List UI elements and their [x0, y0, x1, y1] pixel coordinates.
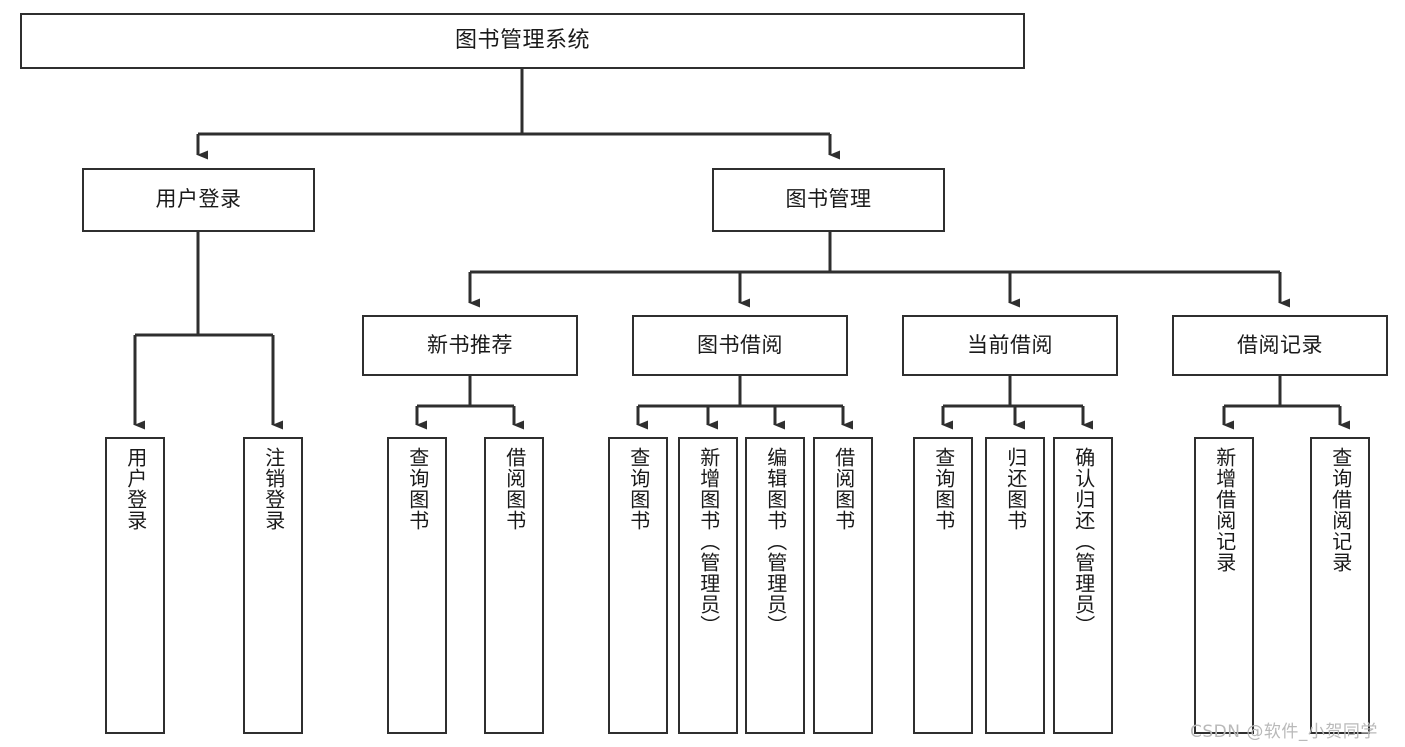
node-leaf-add-borrow-record[interactable]: 新增借阅记录	[1194, 437, 1254, 734]
node-leaf-query-book-2[interactable]: 查询图书	[608, 437, 668, 734]
node-label: 图书管理系统	[454, 27, 590, 53]
node-leaf-borrow-book-1[interactable]: 借阅图书	[484, 437, 544, 734]
node-leaf-borrow-book-2[interactable]: 借阅图书	[813, 437, 873, 734]
node-label: 借阅记录	[1237, 332, 1323, 357]
node-leaf-query-book-1[interactable]: 查询图书	[387, 437, 447, 734]
node-leaf-add-book[interactable]: 新增图书（管理员）	[678, 437, 738, 734]
node-leaf-logout[interactable]: 注销登录	[243, 437, 303, 734]
node-label: 用户登录	[123, 447, 148, 531]
node-leaf-confirm-return[interactable]: 确认归还（管理员）	[1053, 437, 1113, 734]
node-label: 借阅图书	[831, 447, 856, 531]
node-leaf-query-book-3[interactable]: 查询图书	[913, 437, 973, 734]
node-label: 新增图书（管理员）	[696, 447, 721, 636]
node-label: 图书借阅	[697, 332, 783, 357]
node-label: 查询图书	[626, 447, 651, 531]
node-root-system[interactable]: 图书管理系统	[20, 13, 1025, 69]
node-label: 新书推荐	[427, 332, 513, 357]
node-label: 归还图书	[1003, 447, 1028, 531]
node-label: 查询借阅记录	[1328, 447, 1353, 573]
node-book-borrow[interactable]: 图书借阅	[632, 315, 848, 376]
node-leaf-edit-book[interactable]: 编辑图书（管理员）	[745, 437, 805, 734]
node-label: 新增借阅记录	[1212, 447, 1237, 573]
node-borrow-record[interactable]: 借阅记录	[1172, 315, 1388, 376]
node-label: 确认归还（管理员）	[1071, 447, 1096, 636]
node-label: 注销登录	[261, 447, 286, 531]
node-book-management[interactable]: 图书管理	[712, 168, 945, 232]
node-leaf-query-borrow-record[interactable]: 查询借阅记录	[1310, 437, 1370, 734]
node-label: 查询图书	[405, 447, 430, 531]
node-user-login[interactable]: 用户登录	[82, 168, 315, 232]
node-current-borrow[interactable]: 当前借阅	[902, 315, 1118, 376]
node-label: 借阅图书	[502, 447, 527, 531]
node-label: 用户登录	[155, 187, 242, 212]
node-leaf-user-login[interactable]: 用户登录	[105, 437, 165, 734]
node-label: 当前借阅	[967, 332, 1053, 357]
node-label: 查询图书	[931, 447, 956, 531]
node-leaf-return-book[interactable]: 归还图书	[985, 437, 1045, 734]
csdn-watermark: CSDN @软件_小贺同学	[1190, 722, 1378, 742]
node-label: 图书管理	[785, 187, 872, 212]
node-new-book-recommend[interactable]: 新书推荐	[362, 315, 578, 376]
node-label: 编辑图书（管理员）	[763, 447, 788, 636]
